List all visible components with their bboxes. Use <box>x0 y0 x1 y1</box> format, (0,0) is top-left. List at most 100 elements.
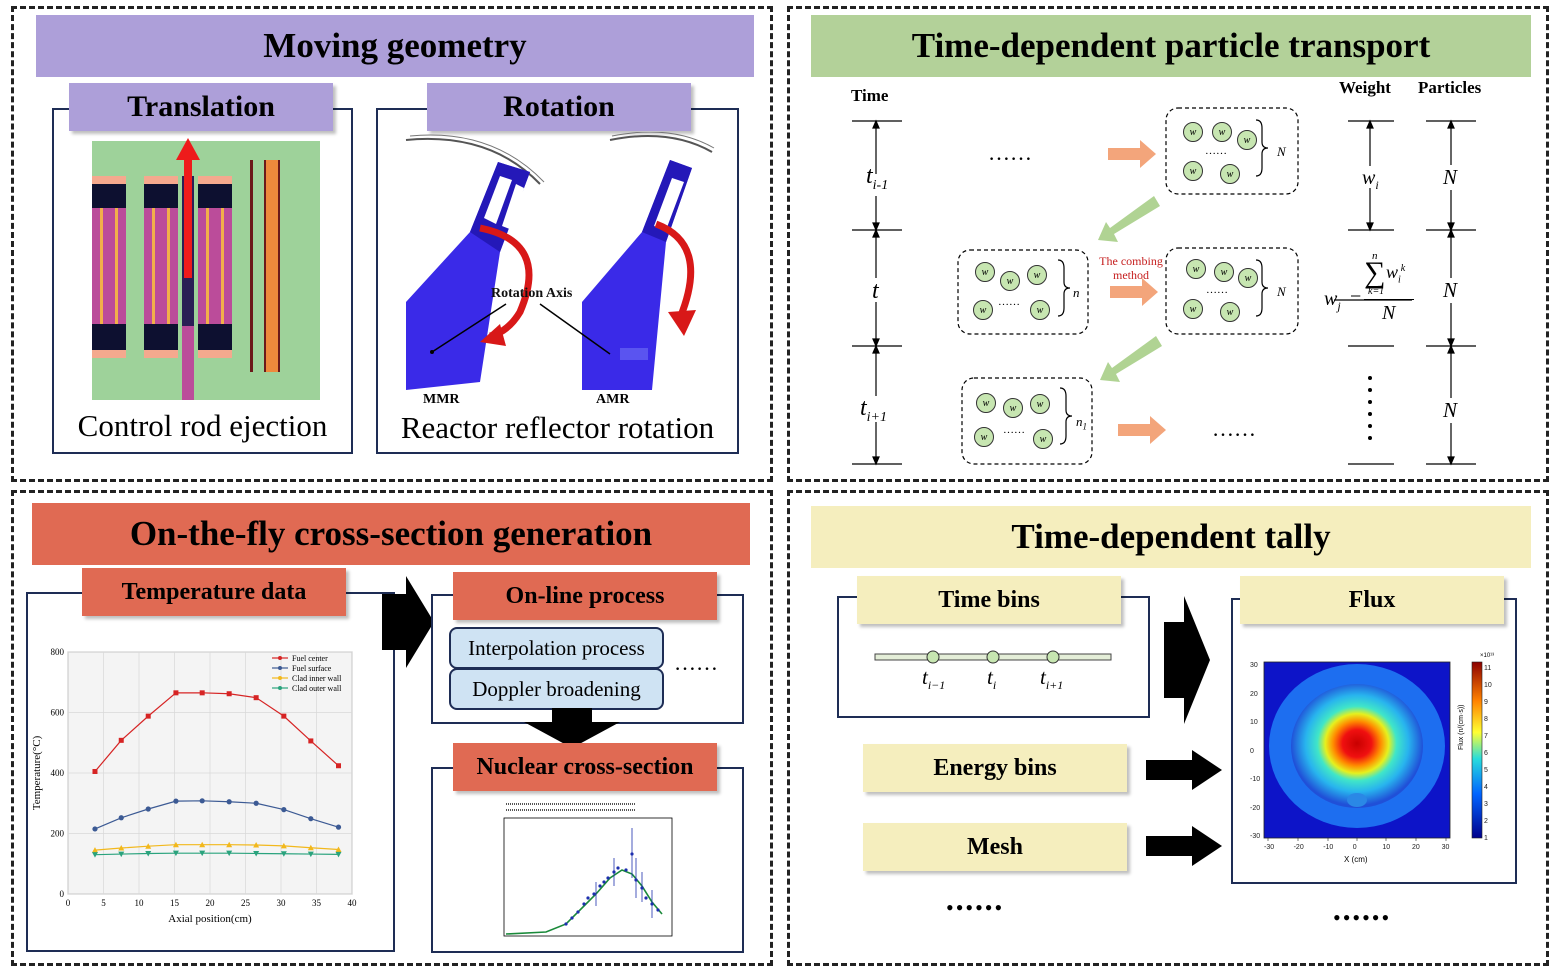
data-point <box>145 806 151 812</box>
particles-N-2: N <box>1443 278 1458 303</box>
particle-group-dots: …… <box>1206 284 1228 296</box>
transport-dots-bottom: …… <box>1212 416 1256 441</box>
particle-circle: w <box>974 427 994 447</box>
legend-entry: Fuel center <box>292 654 328 663</box>
particle-circle: w <box>1238 268 1258 288</box>
fuel-assembly-mid <box>144 176 178 358</box>
data-point <box>253 841 260 848</box>
tally-banner: Time-dependent tally <box>811 506 1531 568</box>
data-point <box>307 844 314 851</box>
energy-bins-label: Energy bins <box>863 744 1127 792</box>
data-point <box>336 763 342 769</box>
data-point <box>280 842 287 849</box>
time-bins-axis <box>874 650 1112 664</box>
y-tick-label: 600 <box>51 708 65 718</box>
tally-dots-right: •••••• <box>1333 905 1392 930</box>
rotation-axis-label: Rotation Axis <box>491 286 573 301</box>
doppler-broadening-pill: Doppler broadening <box>449 668 664 710</box>
y-tick-label: 400 <box>51 768 65 778</box>
y-tick-label: 800 <box>51 647 65 657</box>
legend-marker <box>278 676 282 680</box>
y-tick-label: 0 <box>60 889 65 899</box>
weight-dots <box>1368 376 1372 440</box>
rotation-label: Rotation <box>427 83 691 131</box>
data-point <box>145 713 151 719</box>
colorbar-tick: 5 <box>1484 767 1488 774</box>
combing-method-label: The combing method <box>1099 254 1163 282</box>
particle-group-dots: …… <box>1205 145 1227 157</box>
particle-circle: w <box>1220 164 1240 184</box>
big-arrow-right <box>382 576 434 668</box>
nuclear-xs-plot <box>503 803 673 937</box>
data-point <box>172 841 179 848</box>
series-line <box>94 852 339 856</box>
legend-marker <box>278 686 282 690</box>
particle-circle: w <box>976 393 996 413</box>
control-rod-figure <box>92 138 320 400</box>
tally-dots-left: •••••• <box>946 895 1005 920</box>
down-arrow <box>524 708 620 748</box>
data-point <box>173 798 179 804</box>
flux-y-tick: -30 <box>1250 833 1261 840</box>
particle-circle: w <box>1000 271 1020 291</box>
reflector-rotation-figure <box>405 132 715 390</box>
particles-N-3: N <box>1443 398 1458 423</box>
legend-entry: Fuel surface <box>292 664 332 673</box>
particle-circle: w <box>1003 398 1023 418</box>
mmr-drum <box>406 162 530 390</box>
particle-circle: w <box>1183 299 1203 319</box>
data-point <box>118 845 125 851</box>
legend-entry: Clad inner wall <box>292 674 342 683</box>
data-point <box>307 851 314 858</box>
particle-group-dots: …… <box>1003 424 1025 436</box>
series-line <box>94 692 339 772</box>
time-label-now: t <box>872 278 879 304</box>
weight-axis <box>1348 119 1394 465</box>
legend-marker <box>278 656 282 660</box>
online-process-dots: …… <box>674 650 718 675</box>
y-axis-label: Temperature(°C) <box>31 735 43 810</box>
x-tick-label: 35 <box>312 898 322 908</box>
flux-xlabel: X (cm) <box>1344 855 1368 864</box>
mesh-label: Mesh <box>863 823 1127 871</box>
data-point <box>199 850 206 857</box>
data-point <box>335 846 342 853</box>
particles-axis <box>1426 119 1476 466</box>
data-point <box>172 850 179 857</box>
moving-geometry-panel <box>11 6 773 482</box>
data-point <box>335 851 342 858</box>
data-point <box>91 847 98 853</box>
flux-ylabel: Flux (n/(cm·s)) <box>1458 704 1465 751</box>
xs-banner: On-the-fly cross-section generation <box>32 503 750 565</box>
x-tick-label: 20 <box>206 898 216 908</box>
data-point <box>253 800 259 806</box>
particle-group-bottom <box>961 377 1093 465</box>
temperature-data-label: Temperature data <box>82 568 346 616</box>
x-tick-label: 30 <box>277 898 287 908</box>
particle-group-mid-right <box>1165 247 1299 335</box>
transport-diagram <box>852 107 1476 466</box>
translation-label: Translation <box>69 83 333 131</box>
flux-y-tick: -20 <box>1250 804 1261 812</box>
colorbar-tick: 7 <box>1484 733 1488 740</box>
data-point <box>92 768 98 774</box>
tally-t-now: ti <box>987 665 997 693</box>
weight-column-header: Weight <box>1339 78 1391 97</box>
particle-circle: w <box>973 300 993 320</box>
flux-y-tick: 30 <box>1250 662 1258 669</box>
moving-geometry-banner: Moving geometry <box>36 15 754 77</box>
data-point <box>308 816 314 822</box>
particle-circle: w <box>1183 161 1203 181</box>
colorbar-tick: 2 <box>1484 818 1488 825</box>
mmr-label: MMR <box>423 392 460 407</box>
flux-map <box>1263 661 1483 841</box>
particle-circle: w <box>1033 429 1053 449</box>
nuclear-cross-section-label: Nuclear cross-section <box>453 743 717 791</box>
data-point <box>92 826 98 832</box>
x-axis-label: Axial position(cm) <box>168 913 252 925</box>
x-tick-label: 40 <box>348 898 358 908</box>
colorbar-tick: 9 <box>1484 699 1488 706</box>
tally-arrows <box>1146 596 1222 866</box>
data-point <box>91 852 98 858</box>
